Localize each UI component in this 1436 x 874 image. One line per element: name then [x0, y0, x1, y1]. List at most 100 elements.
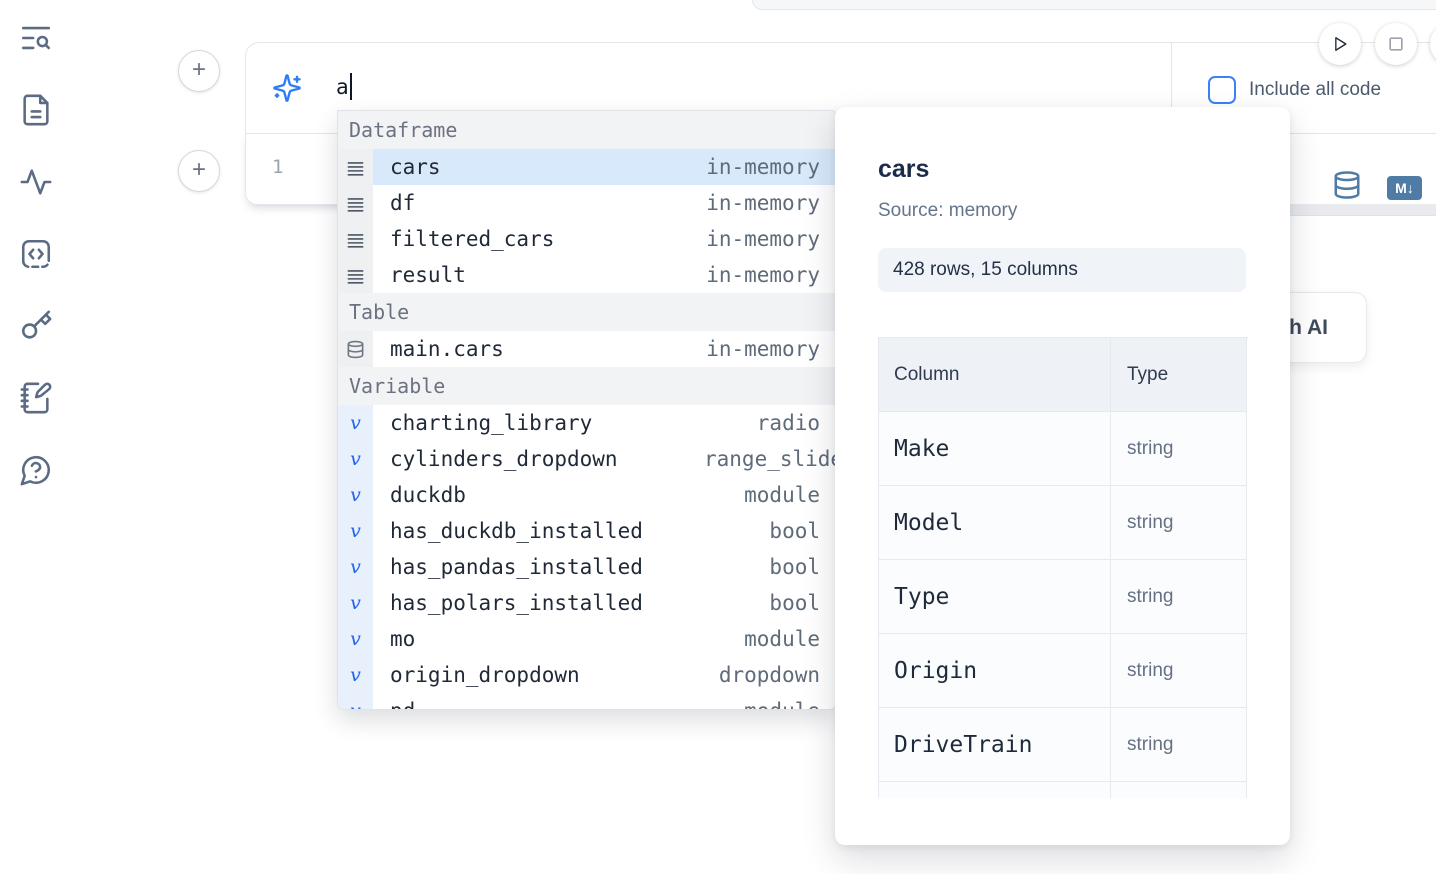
- item-icon-gutter: [338, 185, 373, 221]
- autocomplete-item-charting_library[interactable]: v charting_library radio: [338, 405, 836, 441]
- dataframe-icon: [346, 267, 365, 284]
- line-number: 1: [272, 156, 284, 178]
- sidebar-button-file-text-icon[interactable]: [19, 93, 53, 127]
- item-icon-gutter: v: [338, 657, 373, 693]
- item-type: radio: [756, 411, 820, 435]
- convert-to-markdown-button[interactable]: M↓: [1387, 175, 1422, 200]
- sidebar-button-list-search-icon[interactable]: [19, 21, 53, 55]
- sidebar-button-notebook-pen-icon[interactable]: [19, 381, 53, 415]
- item-type: module: [744, 483, 820, 507]
- schema-column-type: string: [1127, 659, 1174, 681]
- sidebar-button-code-square-icon[interactable]: [19, 237, 53, 271]
- more-run-button[interactable]: [1430, 23, 1436, 65]
- item-icon-gutter: [338, 331, 373, 367]
- dataframe-icon: [346, 231, 365, 248]
- item-name: pd: [390, 699, 415, 709]
- include-all-code-checkbox[interactable]: [1208, 76, 1236, 104]
- item-type: dropdown: [718, 663, 820, 687]
- stop-cell-button[interactable]: [1375, 23, 1417, 65]
- autocomplete-item-has_pandas_installed[interactable]: v has_pandas_installed bool: [338, 549, 836, 585]
- item-name: result: [390, 263, 466, 287]
- schema-column-type: string: [1127, 585, 1174, 607]
- autocomplete-item-has_duckdb_installed[interactable]: v has_duckdb_installed bool: [338, 513, 836, 549]
- previous-cell-edge: [752, 0, 1436, 10]
- list-search-icon: [19, 26, 53, 59]
- autocomplete-item-main.cars[interactable]: main.cars in-memory: [338, 331, 836, 367]
- run-cell-button[interactable]: [1319, 23, 1361, 65]
- autocomplete-item-duckdb[interactable]: v duckdb module: [338, 477, 836, 513]
- autocomplete-item-result[interactable]: result in-memory: [338, 257, 836, 293]
- item-icon-gutter: v: [338, 693, 373, 709]
- item-name: filtered_cars: [390, 227, 555, 251]
- add-cell-below-button[interactable]: +: [178, 150, 220, 192]
- item-type: in-memory: [706, 337, 820, 361]
- sidebar-button-help-bubble-icon[interactable]: [19, 453, 53, 487]
- autocomplete-section-header: Dataframe: [338, 111, 836, 149]
- autocomplete-section-header: Variable: [338, 367, 836, 405]
- item-type: bool: [769, 555, 820, 579]
- help-bubble-icon: [19, 455, 53, 491]
- include-all-code-label: Include all code: [1249, 79, 1382, 100]
- item-name: main.cars: [390, 337, 504, 361]
- schema-row-partial: [879, 782, 1247, 798]
- variable-icon: v: [350, 484, 361, 506]
- item-icon-gutter: v: [338, 621, 373, 657]
- convert-to-sql-button[interactable]: [1332, 170, 1362, 205]
- activity-icon: [19, 169, 53, 203]
- item-name: has_duckdb_installed: [390, 519, 643, 543]
- autocomplete-item-pd[interactable]: v pd module: [338, 693, 836, 709]
- item-name: charting_library: [390, 411, 593, 435]
- autocomplete-section-header: Table: [338, 293, 836, 331]
- item-type: bool: [769, 519, 820, 543]
- schema-column-name: DriveTrain: [894, 731, 1033, 758]
- item-type: in-memory: [706, 191, 820, 215]
- text-cursor: [349, 73, 352, 100]
- variable-icon: v: [350, 448, 361, 470]
- item-icon-gutter: v: [338, 549, 373, 585]
- item-icon-gutter: v: [338, 585, 373, 621]
- sidebar-button-activity-icon[interactable]: [19, 165, 53, 199]
- item-icon-gutter: [338, 149, 373, 185]
- schema-column-type: string: [1127, 733, 1174, 755]
- item-type: module: [744, 699, 836, 709]
- variable-icon: v: [350, 664, 361, 686]
- item-name: has_polars_installed: [390, 591, 643, 615]
- item-type: in-memory: [706, 155, 820, 179]
- variable-icon: v: [350, 520, 361, 542]
- item-type: module: [744, 627, 820, 651]
- add-cell-above-button[interactable]: +: [178, 50, 220, 92]
- prompt-text: a: [336, 75, 349, 99]
- item-name: cars: [390, 155, 441, 179]
- dataframe-preview-panel: cars Source: memory 428 rows, 15 columns…: [835, 107, 1290, 845]
- item-type: in-memory: [706, 263, 820, 287]
- schema-column-type: string: [1127, 511, 1174, 533]
- play-icon: [1335, 37, 1347, 51]
- item-icon-gutter: [338, 257, 373, 293]
- item-icon-gutter: v: [338, 441, 373, 477]
- preview-source: Source: memory: [878, 200, 1018, 221]
- variable-icon: v: [350, 556, 361, 578]
- divider: [1171, 43, 1172, 134]
- item-icon-gutter: [338, 221, 373, 257]
- ai-prompt-input[interactable]: a: [336, 73, 352, 100]
- autocomplete-item-cars[interactable]: cars in-memory: [338, 149, 836, 185]
- preview-summary-badge: 428 rows, 15 columns: [878, 248, 1246, 292]
- sidebar-button-key-icon[interactable]: [19, 309, 53, 343]
- item-name: has_pandas_installed: [390, 555, 643, 579]
- stop-icon: [1389, 37, 1403, 51]
- item-name: duckdb: [390, 483, 466, 507]
- item-icon-gutter: v: [338, 477, 373, 513]
- variable-icon: v: [350, 412, 361, 434]
- notebook-pen-icon: [19, 382, 53, 419]
